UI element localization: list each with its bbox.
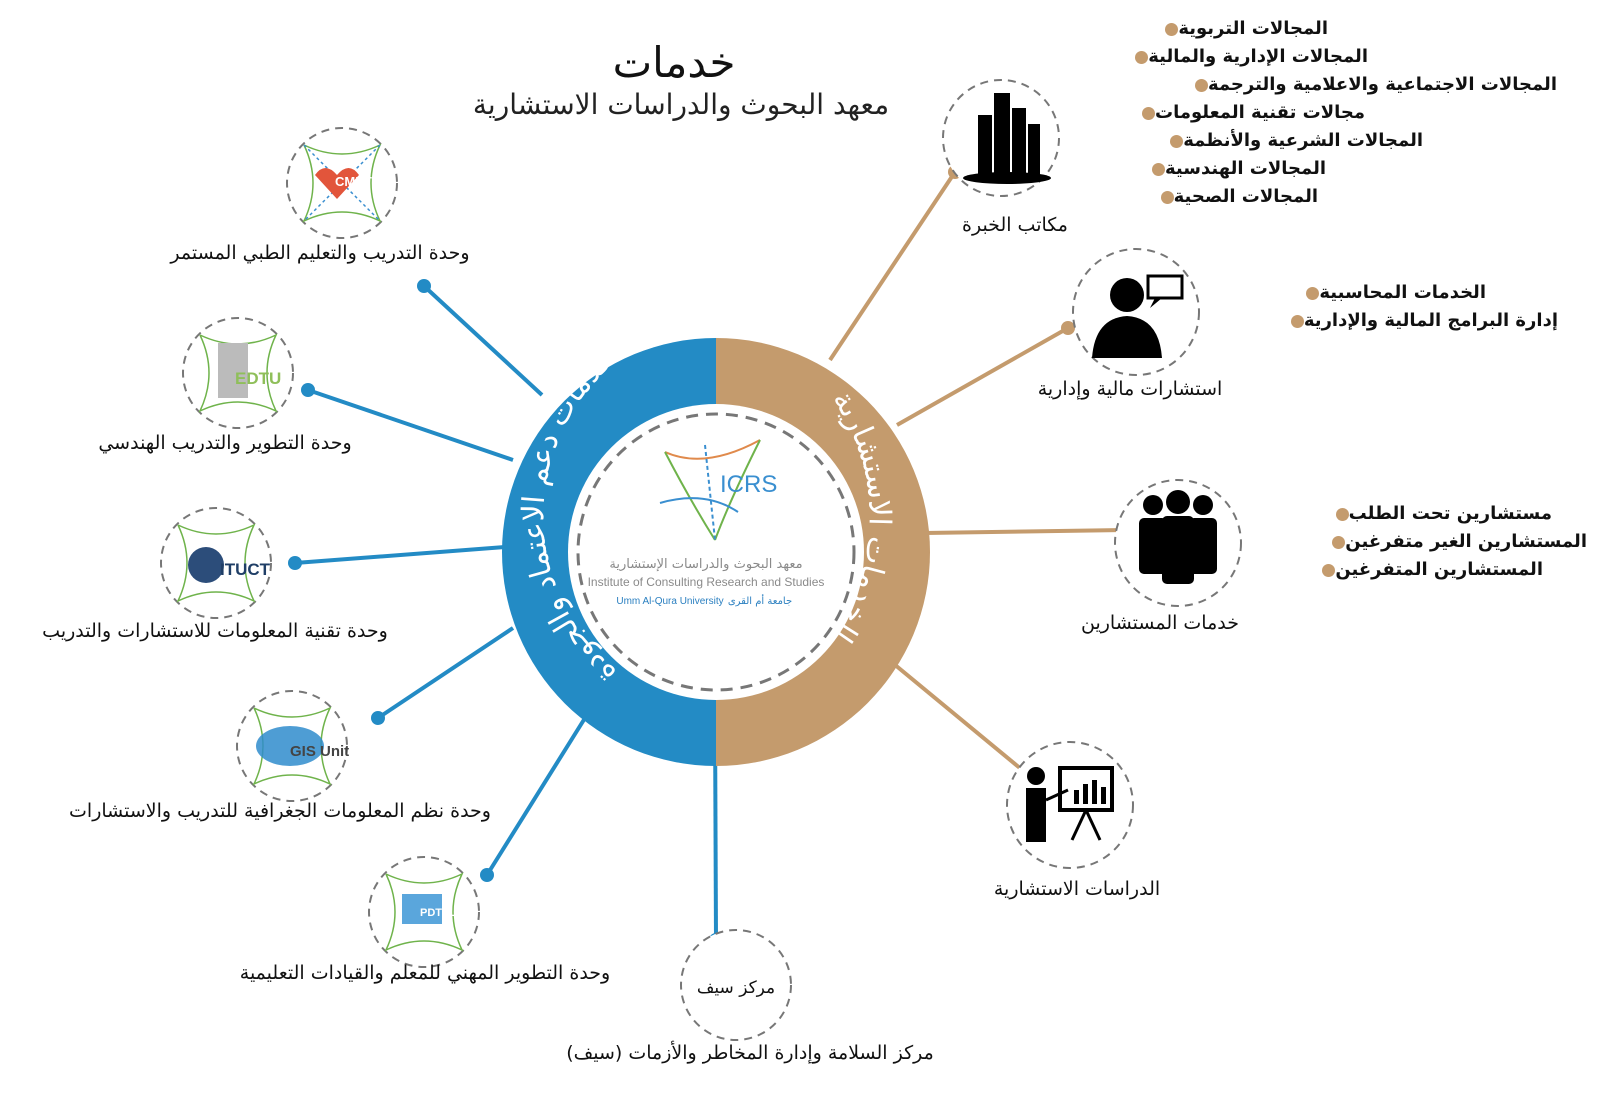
bullet-0-6: المجالات الصحية <box>1151 186 1318 207</box>
left-node-label-0: وحدة التدريب والتعليم الطبي المستمر <box>170 242 470 264</box>
right-connectors <box>828 170 1126 785</box>
buildings-icon <box>963 93 1051 184</box>
svg-text:PDTELU: PDTELU <box>420 907 464 919</box>
bullet-1-0: الخدمات المحاسبية <box>1296 282 1486 303</box>
bullet-0-2: المجالات الاجتماعية والاعلامية والترجمة <box>1185 74 1557 95</box>
center-name-en: Institute of Consulting Research and Stu… <box>588 575 825 589</box>
svg-text:CMETU: CMETU <box>335 174 381 189</box>
svg-text:EDTU: EDTU <box>235 369 281 388</box>
left-node-label-3: وحدة نظم المعلومات الجغرافية للتدريب وال… <box>69 800 491 822</box>
bullet-0-1: المجالات الإدارية والمالية <box>1125 46 1368 67</box>
svg-text:ICRS: ICRS <box>720 471 777 498</box>
left-node-label-2: وحدة تقنية المعلومات للاستشارات والتدريب <box>42 620 388 642</box>
right-node-label-2: خدمات المستشارين <box>1080 612 1239 634</box>
center-university-en: Umm Al-Qura University <box>616 596 723 607</box>
bullet-0-3: مجالات تقنية المعلومات <box>1132 102 1365 123</box>
bullet-2-1: المستشارين الغير متفرغين <box>1322 531 1587 552</box>
unit-logo-webs <box>176 143 464 952</box>
bullet-2-0: مستشارين تحت الطلب <box>1326 503 1552 524</box>
bottom-node-label: مركز السلامة وإدارة المخاطر والأزمات (سي… <box>566 1042 934 1064</box>
center-name-ar: معهد البحوث والدراسات الإستشارية <box>609 557 802 572</box>
page-title: خدمات <box>612 38 736 87</box>
group-icon <box>1139 490 1217 584</box>
page-subtitle: معهد البحوث والدراسات الاستشارية <box>472 88 890 121</box>
svg-text:GIS Unit: GIS Unit <box>290 743 349 760</box>
left-connector-dots <box>288 279 723 947</box>
center-university-ar: جامعة أم القرى <box>728 594 792 607</box>
bullet-0-4: المجالات الشرعية والأنظمة <box>1160 130 1423 151</box>
bullet-1-1: إدارة البرامج المالية والإدارية <box>1281 310 1558 331</box>
bullet-0-5: المجالات الهندسية <box>1142 158 1326 179</box>
consultant-icon <box>1092 274 1184 358</box>
svg-text:ITUCT: ITUCT <box>220 560 271 579</box>
left-node-label-4: وحدة التطوير المهني للمعلم والقيادات الت… <box>239 962 611 984</box>
left-node-label-1: وحدة التطوير والتدريب الهندسي <box>98 432 352 454</box>
heart-icon <box>315 168 359 199</box>
right-node-label-1: استشارات مالية وإدارية <box>1037 378 1223 400</box>
right-node-label-0: مكاتب الخبرة <box>962 214 1068 236</box>
presentation-icon <box>1026 766 1114 842</box>
bullet-0-0: المجالات التربوية <box>1155 18 1328 39</box>
icrs-logo: ICRS <box>659 439 777 541</box>
unit-logo-texts: CMETU EDTU ITUCT GIS Unit PDTELU <box>220 168 464 919</box>
center-ring <box>502 338 930 766</box>
bullet-2-2: المستشارين المتفرغين <box>1312 559 1543 580</box>
bottom-node-inner: مركز سيف <box>697 978 775 998</box>
right-node-label-3: الدراسات الاستشارية <box>993 878 1161 900</box>
